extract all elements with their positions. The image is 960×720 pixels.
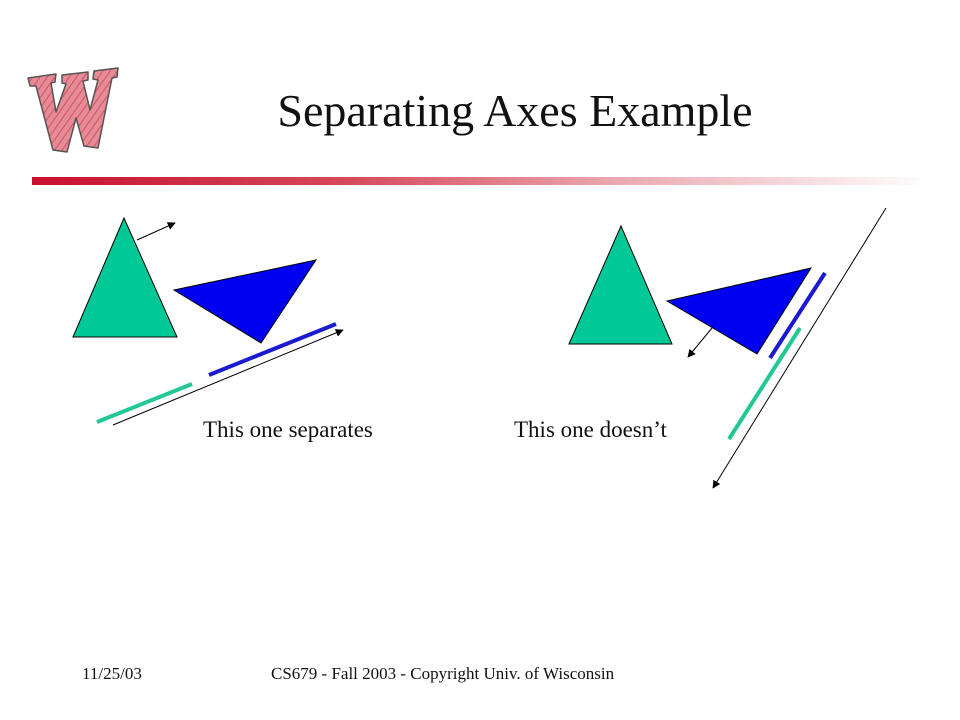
right-caption: This one doesn’t (514, 417, 667, 442)
footer-date: 11/25/03 (82, 664, 142, 683)
right-blue-triangle (665, 267, 813, 355)
left-separating-axis (112, 329, 344, 426)
title-underline (32, 177, 932, 185)
left-green-projection (96, 382, 193, 424)
left-blue-projection (208, 322, 337, 377)
right-normal-arrow (687, 327, 713, 358)
left-case (72, 216, 344, 426)
left-green-triangle (72, 216, 178, 338)
right-case (568, 207, 887, 489)
wisconsin-w-logo-icon (27, 67, 119, 153)
slide-title: Separating Axes Example (277, 85, 753, 136)
left-blue-triangle (172, 259, 318, 344)
right-blue-projection (768, 271, 827, 360)
right-green-triangle (568, 224, 673, 345)
right-green-projection (727, 326, 802, 441)
left-caption: This one separates (203, 417, 373, 442)
left-normal-arrow (136, 222, 176, 241)
footer-course: CS679 - Fall 2003 - Copyright Univ. of W… (271, 664, 615, 683)
right-axis (712, 207, 887, 489)
